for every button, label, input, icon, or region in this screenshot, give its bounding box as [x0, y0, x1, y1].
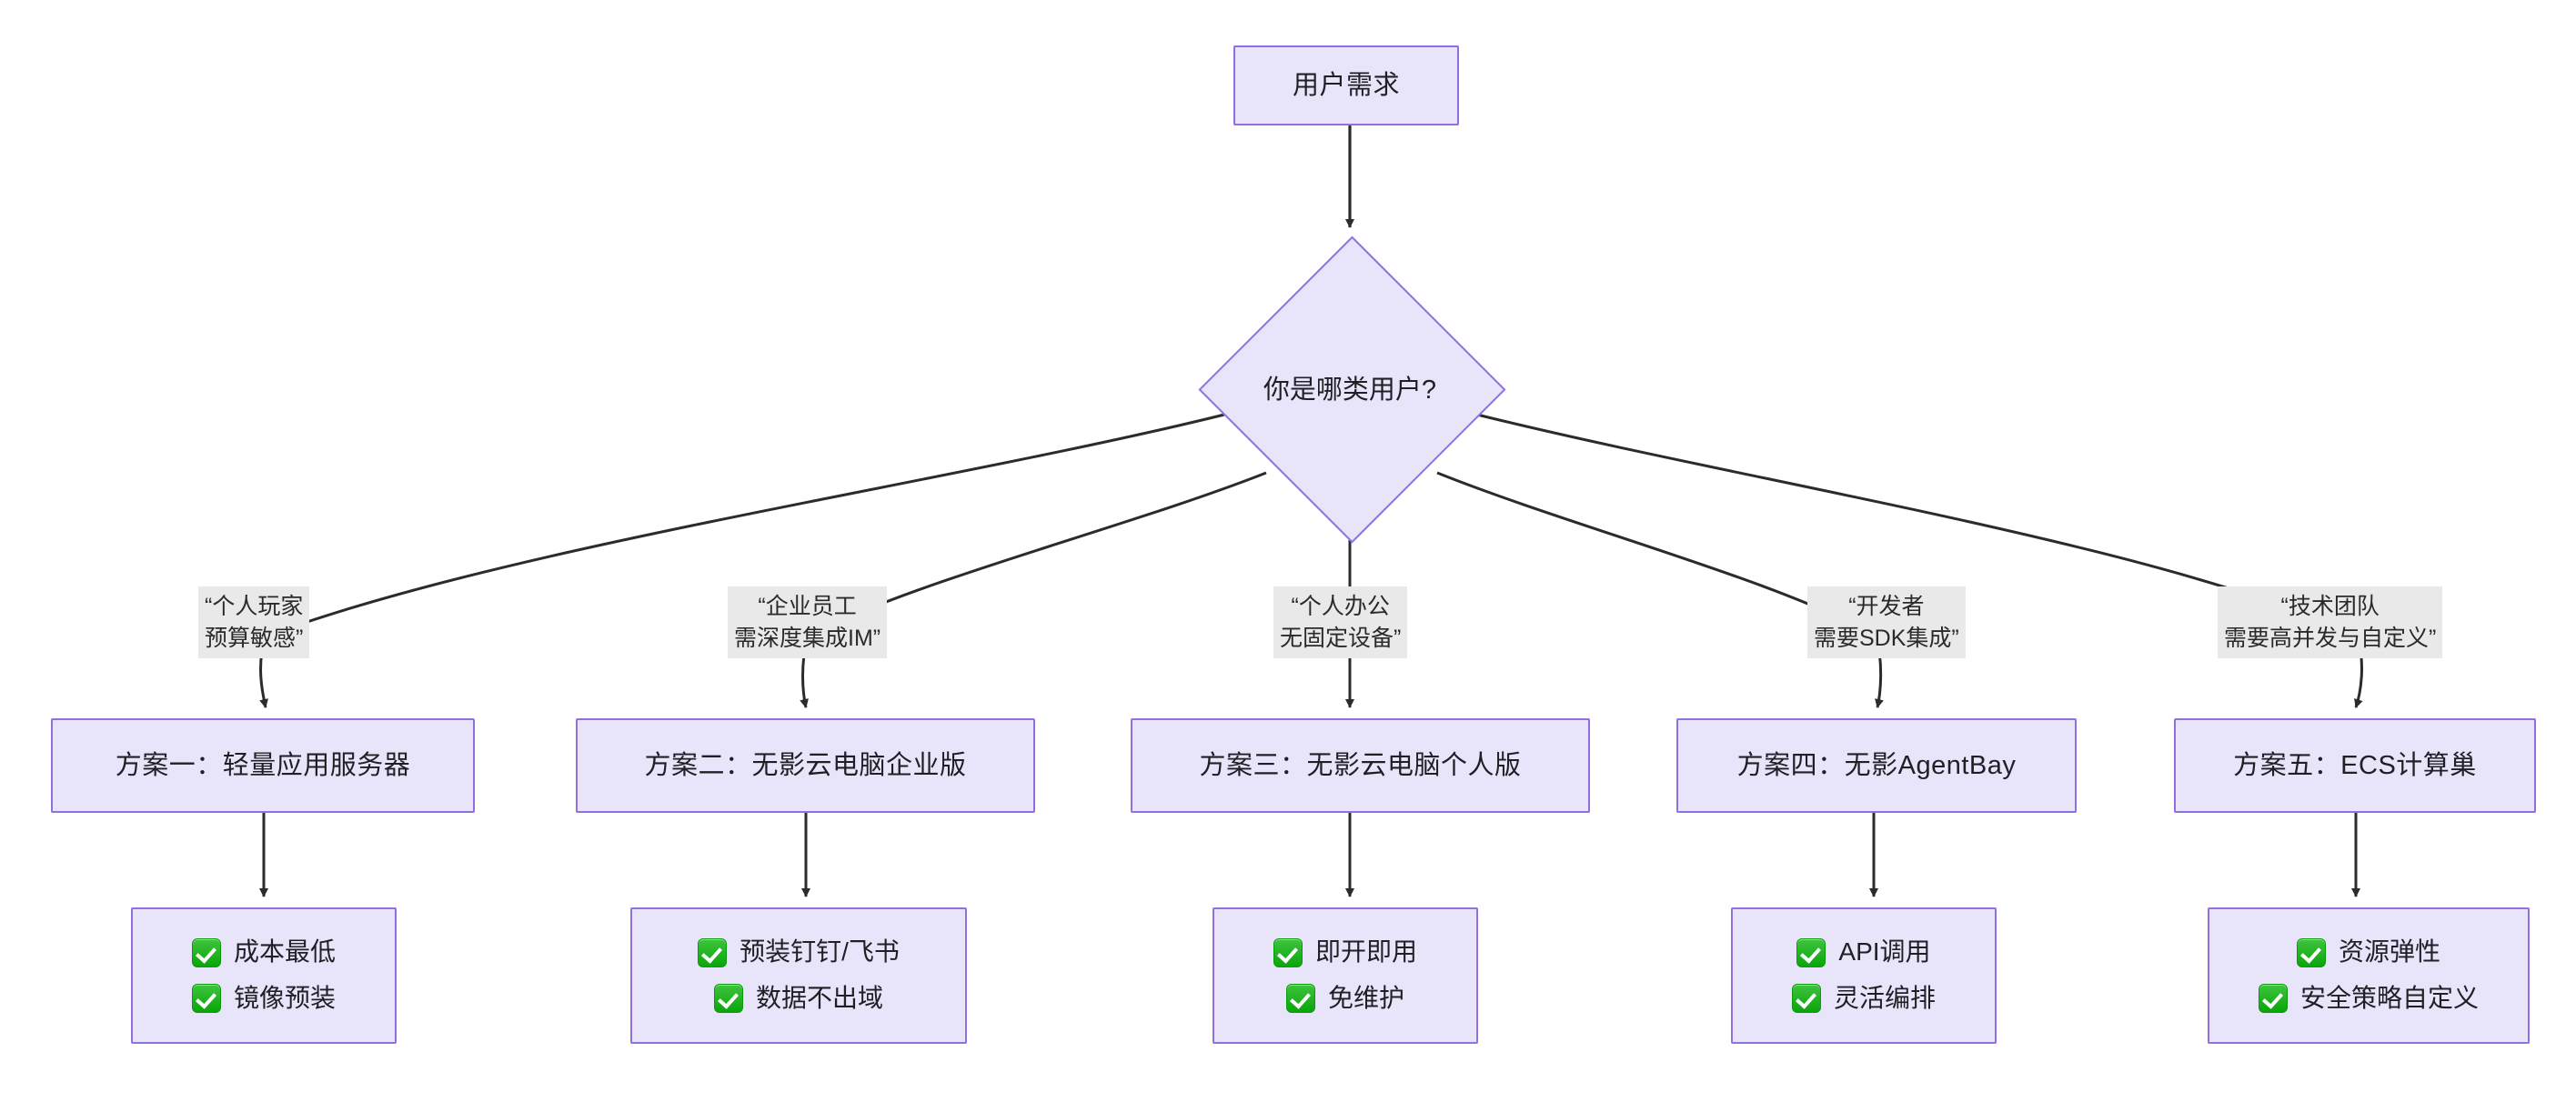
feature-list: 成本最低 镜像预装	[133, 934, 395, 1017]
feature-text: 灵活编排	[1833, 984, 1936, 1012]
green-check-icon	[2258, 984, 2288, 1014]
node-features-2[interactable]: 预装钉钉/飞书 数据不出域	[630, 907, 967, 1044]
node-solution-5[interactable]: 方案五：ECS计算巢	[2174, 718, 2536, 813]
feature-item: 免维护	[1214, 980, 1476, 1017]
node-features-4[interactable]: API调用 灵活编排	[1731, 907, 1997, 1044]
feature-text: 镜像预装	[233, 984, 336, 1012]
feature-text: 免维护	[1327, 984, 1404, 1012]
node-solution-1-label: 方案一：轻量应用服务器	[115, 750, 411, 780]
feature-list: 即开即用 免维护	[1214, 934, 1476, 1017]
feature-item: 成本最低	[133, 934, 395, 971]
node-solution-3-label: 方案三：无影云电脑个人版	[1199, 750, 1522, 780]
edge-label-line-1: “个人办公	[1291, 594, 1390, 619]
node-solution-4[interactable]: 方案四：无影AgentBay	[1676, 718, 2077, 813]
node-solution-4-label: 方案四：无影AgentBay	[1736, 750, 2017, 780]
edge-label-enterprise-employee: “企业员工 需深度集成IM”	[728, 586, 888, 658]
node-decision-user-type[interactable]: 你是哪类用户?	[1198, 235, 1505, 543]
feature-text: 资源弹性	[2338, 937, 2440, 967]
green-check-icon	[191, 984, 221, 1014]
edge-label-line-1: “开发者	[1848, 594, 1925, 619]
feature-text: 预装钉钉/飞书	[740, 937, 900, 967]
edge-label-line-2: 预算敏感”	[205, 625, 304, 651]
edge-label-line-2: 需深度集成IM”	[734, 625, 881, 651]
feature-text: 数据不出域	[755, 984, 883, 1012]
node-solution-5-label: 方案五：ECS计算巢	[2233, 750, 2477, 780]
edge-label-line-1: “技术团队	[2280, 594, 2380, 619]
node-features-5[interactable]: 资源弹性 安全策略自定义	[2208, 907, 2530, 1044]
node-solution-3[interactable]: 方案三：无影云电脑个人版	[1131, 718, 1590, 813]
green-check-icon	[698, 937, 728, 967]
green-check-icon	[2296, 937, 2326, 967]
edge-decision-to-solution-5	[1473, 412, 2363, 708]
feature-item: 安全策略自定义	[2209, 980, 2528, 1017]
edge-label-line-1: “企业员工	[758, 594, 857, 619]
feature-text: 成本最低	[233, 937, 336, 967]
edge-label-personal-office: “个人办公 无固定设备”	[1273, 586, 1408, 658]
node-features-3[interactable]: 即开即用 免维护	[1213, 907, 1478, 1044]
green-check-icon	[713, 984, 743, 1014]
feature-list: 预装钉钉/飞书 数据不出域	[632, 934, 965, 1017]
green-check-icon	[1285, 984, 1315, 1014]
node-solution-1[interactable]: 方案一：轻量应用服务器	[51, 718, 475, 813]
green-check-icon	[191, 937, 221, 967]
feature-text: 即开即用	[1314, 937, 1417, 967]
green-check-icon	[1273, 937, 1303, 967]
edge-decision-to-solution-1	[259, 412, 1229, 708]
feature-item: 镜像预装	[133, 980, 395, 1017]
edge-label-tech-team: “技术团队 需要高并发与自定义”	[2218, 586, 2443, 658]
feature-item: 预装钉钉/飞书	[632, 934, 965, 971]
edge-label-line-2: 需要SDK集成”	[1814, 625, 1959, 651]
feature-text: API调用	[1838, 937, 1931, 967]
feature-item: 数据不出域	[632, 980, 965, 1017]
green-check-icon	[1796, 937, 1826, 967]
node-features-1[interactable]: 成本最低 镜像预装	[131, 907, 397, 1044]
feature-item: API调用	[1733, 934, 1995, 971]
edge-label-developer: “开发者 需要SDK集成”	[1807, 586, 1966, 658]
feature-item: 灵活编排	[1733, 980, 1995, 1017]
edge-label-line-2: 需要高并发与自定义”	[2224, 625, 2437, 651]
feature-item: 即开即用	[1214, 934, 1476, 971]
feature-list: API调用 灵活编排	[1733, 934, 1995, 1017]
node-user-requirement-label: 用户需求	[1292, 70, 1400, 100]
edge-label-line-1: “个人玩家	[205, 594, 304, 619]
edge-label-personal-gamer: “个人玩家 预算敏感”	[198, 586, 310, 658]
node-solution-2[interactable]: 方案二：无影云电脑企业版	[576, 718, 1035, 813]
feature-text: 安全策略自定义	[2299, 984, 2479, 1012]
green-check-icon	[1791, 984, 1821, 1014]
feature-item: 资源弹性	[2209, 934, 2528, 971]
node-user-requirement[interactable]: 用户需求	[1233, 45, 1459, 125]
node-solution-2-label: 方案二：无影云电脑企业版	[644, 750, 967, 780]
feature-list: 资源弹性 安全策略自定义	[2209, 934, 2528, 1017]
node-decision-label: 你是哪类用户?	[1263, 376, 1437, 405]
edge-label-line-2: 无固定设备”	[1280, 625, 1402, 651]
